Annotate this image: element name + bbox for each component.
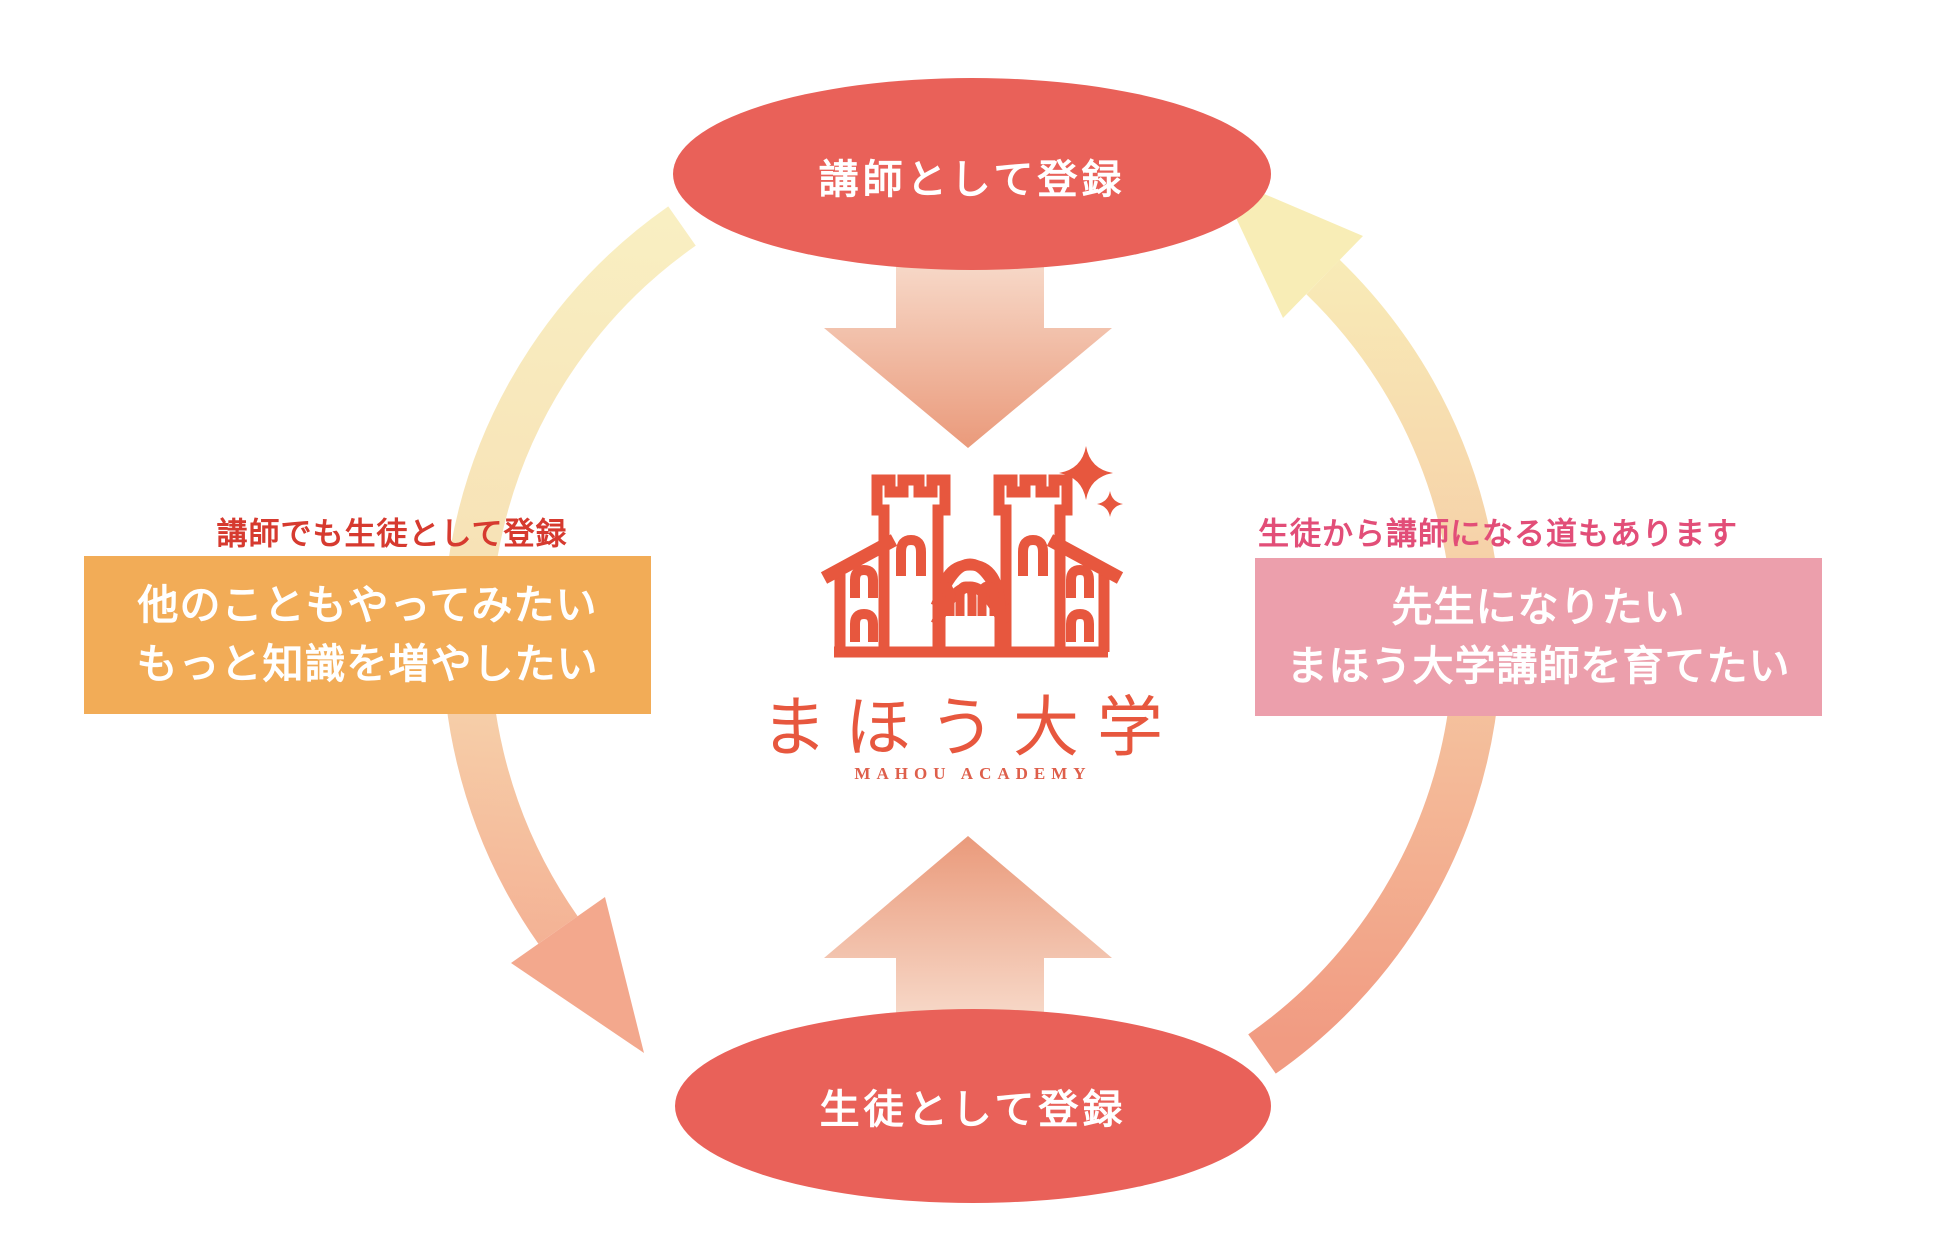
left-caption: 講師でも生徒として登録 [216,516,568,552]
logo-subtitle: MAHOU ACADEMY [854,764,1092,783]
castle-icon [820,474,1124,658]
right-panel: 先生になりたい まほう大学講師を育てたい [1255,558,1822,716]
bottom-ellipse [675,1009,1271,1203]
arrow-down-icon [824,235,1112,448]
cycle-arc-left [442,206,696,944]
bottom-ellipse-label: 生徒として登録 [819,1087,1127,1132]
sparkle-large-icon [1059,446,1113,500]
cycle-arrowhead-bottom-left [511,897,644,1053]
right-panel-line-1: 先生になりたい [1391,583,1686,630]
left-panel: 他のこともやってみたい もっと知識を増やしたい [84,556,651,714]
cycle-arrowhead-top-right [1215,173,1363,318]
right-panel-line-2: まほう大学講師を育てたい [1286,643,1791,689]
right-caption: 生徒から講師になる道もあります [1258,516,1738,552]
top-ellipse-label: 講師として登録 [818,157,1126,202]
left-panel-line-1: 他のこともやってみたい [137,581,598,628]
left-panel-line-2: もっと知識を増やしたい [136,641,599,687]
top-ellipse [673,78,1271,270]
arrow-up-icon [824,836,1112,1045]
logo-title: まほう大学 [761,689,1181,766]
sparkle-small-icon [1097,491,1123,517]
